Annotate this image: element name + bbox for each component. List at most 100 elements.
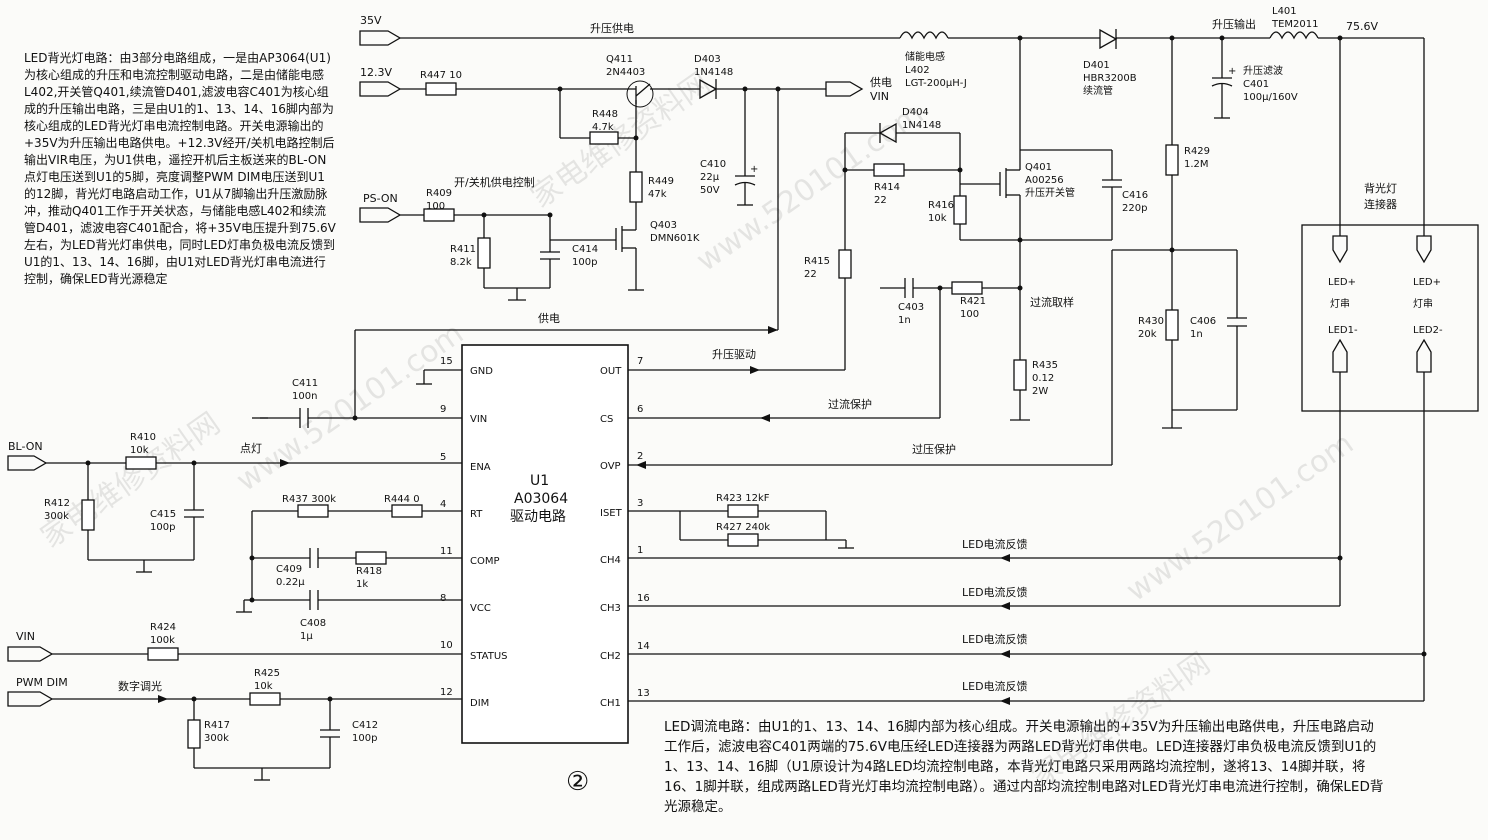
resistor-r416 bbox=[953, 195, 967, 225]
label-r448-val: 4.7k bbox=[592, 122, 614, 133]
label-c411: C411 bbox=[292, 378, 318, 389]
label-r437: R437 300k bbox=[282, 494, 336, 505]
label-c403-val: 1n bbox=[898, 315, 911, 326]
label-r447: R447 10 bbox=[420, 70, 462, 81]
label-r409: R409 bbox=[426, 188, 452, 199]
label-c409: C409 bbox=[276, 564, 302, 575]
transistor-q411 bbox=[626, 80, 654, 108]
label-r430-val: 20k bbox=[1138, 329, 1157, 340]
pin-name: RT bbox=[470, 509, 483, 520]
resistor-r423 bbox=[727, 504, 759, 518]
resistor-r414 bbox=[873, 163, 905, 177]
terminal-35v bbox=[359, 30, 402, 46]
label-c416-val: 220p bbox=[1122, 203, 1147, 214]
pin-num: 16 bbox=[637, 593, 650, 604]
terminal-pwm-dim bbox=[7, 691, 54, 707]
label-c414: C414 bbox=[572, 244, 598, 255]
label-r416: R416 bbox=[928, 200, 954, 211]
connector-minus1: LED1- bbox=[1328, 325, 1358, 336]
description-bottom: LED调流电路：由U1的1、13、14、16脚内部为核心组成。开关电源输出的+3… bbox=[664, 719, 1384, 815]
label-q411-type: 2N4403 bbox=[606, 67, 645, 78]
connector-plus2: LED+ bbox=[1413, 277, 1441, 288]
label-c412-val: 100p bbox=[352, 733, 377, 744]
figure-number: ② bbox=[566, 767, 589, 797]
pin-num: 8 bbox=[440, 593, 446, 604]
label-r423: R423 12kF bbox=[716, 493, 770, 504]
label-r410: R410 bbox=[130, 432, 156, 443]
label-r415-val: 22 bbox=[804, 269, 817, 280]
label-q401-name: 升压开关管 bbox=[1025, 186, 1075, 199]
label-r411: R411 bbox=[450, 244, 476, 255]
pin-num: 11 bbox=[440, 546, 453, 557]
pin-num: 2 bbox=[637, 451, 643, 462]
label-c410: C410 bbox=[700, 159, 726, 170]
label-r409-val: 100 bbox=[426, 201, 445, 212]
pin-name: CS bbox=[600, 414, 613, 425]
pin-name: DIM bbox=[470, 698, 489, 709]
inductor-l401 bbox=[1269, 31, 1319, 40]
connector-pin-minus2 bbox=[1416, 338, 1432, 373]
terminal-vin-out bbox=[825, 81, 864, 97]
pin-num: 15 bbox=[440, 356, 453, 367]
c410-plus: + bbox=[750, 164, 758, 175]
resistor-r447 bbox=[425, 82, 457, 96]
label-l401: L401 bbox=[1272, 6, 1297, 17]
resistor-r430 bbox=[1165, 309, 1179, 341]
resistor-r427 bbox=[727, 533, 759, 547]
pin-name: STATUS bbox=[470, 651, 508, 662]
label-r415: R415 bbox=[804, 256, 830, 267]
pin-num: 14 bbox=[637, 641, 650, 652]
label-c415-val: 100p bbox=[150, 522, 175, 533]
label-q401-type: A00256 bbox=[1025, 175, 1064, 186]
label-r444: R444 0 bbox=[384, 494, 420, 505]
connector-title-2: 连接器 bbox=[1364, 198, 1397, 211]
label-r417-val: 300k bbox=[204, 733, 229, 744]
label-c410-val: 22μ bbox=[700, 172, 720, 183]
label-oc-protect: 过流保护 bbox=[828, 397, 872, 411]
connector-pin-plus1 bbox=[1332, 235, 1348, 264]
label-l401-type: TEM2011 bbox=[1271, 19, 1319, 30]
label-boost-out: 升压输出 bbox=[1212, 17, 1256, 31]
label-c414-val: 100p bbox=[572, 257, 597, 268]
label-r412: R412 bbox=[44, 498, 70, 509]
label-c408: C408 bbox=[300, 618, 326, 629]
label-l402: L402 bbox=[905, 65, 930, 76]
pin-num: 4 bbox=[440, 499, 446, 510]
label-r425-val: 10k bbox=[254, 681, 273, 692]
pin-name: CH4 bbox=[600, 555, 621, 566]
backlight-connector bbox=[1301, 224, 1479, 412]
label-r417: R417 bbox=[204, 720, 230, 731]
label-oc-sample: 过流取样 bbox=[1030, 295, 1074, 309]
pin-name: OVP bbox=[600, 461, 621, 472]
terminal-bl-on bbox=[7, 455, 48, 471]
pin-name: VIN bbox=[470, 414, 487, 425]
label-r421: R421 bbox=[960, 296, 986, 307]
label-r412-val: 300k bbox=[44, 511, 69, 522]
label-d404: D404 bbox=[902, 107, 929, 118]
label-q401: Q401 bbox=[1025, 162, 1052, 173]
label-c401-title: 升压滤波 bbox=[1243, 64, 1283, 77]
resistor-r411 bbox=[477, 237, 491, 269]
label-d403: D403 bbox=[694, 54, 721, 65]
pin-name: CH1 bbox=[600, 698, 621, 709]
resistor-r435 bbox=[1013, 359, 1027, 391]
label-d401-name: 续流管 bbox=[1083, 84, 1113, 97]
diode-d403 bbox=[699, 78, 718, 100]
resistor-r418 bbox=[355, 551, 387, 565]
label-r416-val: 10k bbox=[928, 213, 947, 224]
pin-name: CH2 bbox=[600, 651, 621, 662]
label-power-ctrl: 开/关机供电控制 bbox=[454, 175, 535, 189]
label-r424: R424 bbox=[150, 622, 176, 633]
label-d401: D401 bbox=[1083, 60, 1110, 71]
connector-pin-minus1 bbox=[1332, 338, 1348, 373]
label-r418-val: 1k bbox=[356, 579, 368, 590]
label-pwm-dim: PWM DIM bbox=[16, 676, 68, 689]
resistor-r437 bbox=[297, 504, 329, 518]
label-d403-type: 1N4148 bbox=[694, 67, 733, 78]
resistor-r448 bbox=[589, 131, 619, 145]
pin-name: COMP bbox=[470, 556, 500, 567]
label-vin-out-top: 供电 bbox=[870, 75, 892, 89]
label-r430: R430 bbox=[1138, 316, 1164, 327]
chip-part: A03064 bbox=[514, 491, 568, 507]
